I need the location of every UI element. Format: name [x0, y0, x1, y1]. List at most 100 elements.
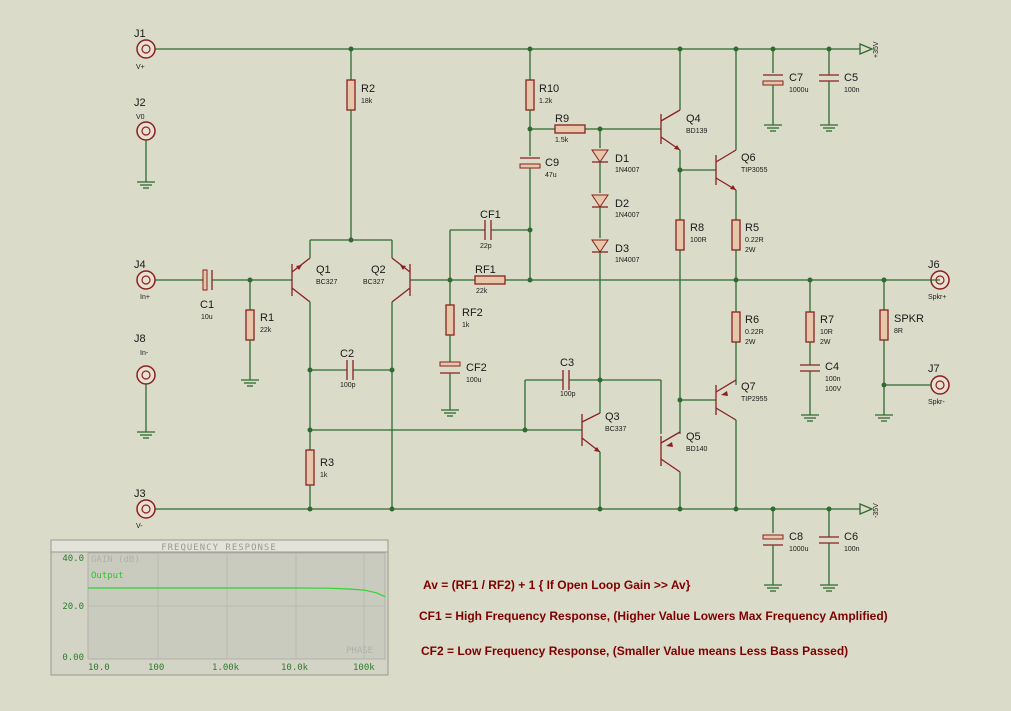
value-c2: 100p	[340, 382, 356, 389]
design-notes: Av = (RF1 / RF2) + 1 { If Open Loop Gain…	[419, 578, 888, 658]
resistor-rf1[interactable]	[450, 275, 530, 285]
value-r3: 1k	[320, 472, 328, 479]
graph-y-tick-bottom: 0.00	[62, 653, 84, 663]
label-d1: D1	[615, 153, 629, 165]
note-cf2: CF2 = Low Frequency Response, (Smaller V…	[421, 644, 848, 658]
connector-j4[interactable]	[136, 270, 156, 290]
resistor-r2[interactable]	[346, 49, 356, 240]
value-c6: 100n	[844, 546, 860, 553]
value-q5: BD140	[686, 446, 708, 453]
voltage-c4: 100V	[825, 386, 842, 393]
label-c9: C9	[545, 157, 559, 169]
value-j7: Spkr-	[928, 399, 945, 406]
transistor-q2[interactable]	[391, 257, 411, 303]
graph-title: FREQUENCY RESPONSE	[161, 543, 277, 553]
label-rf1: RF1	[475, 264, 496, 276]
capacitor-c9[interactable]	[519, 157, 541, 280]
transistor-q5[interactable]	[660, 431, 681, 473]
value-r6: 0.22R	[745, 329, 764, 336]
graph-y-label: GAIN (dB)	[91, 555, 140, 565]
value-c9: 47u	[545, 172, 557, 179]
label-q6: Q6	[741, 152, 756, 164]
speaker-load-spkr[interactable]	[874, 280, 931, 422]
transistor-q6[interactable]	[715, 149, 737, 191]
value-q4: BD139	[686, 128, 708, 135]
connector-j8[interactable]	[136, 365, 156, 439]
value-r8: 100R	[690, 237, 707, 244]
value-j3: V-	[136, 523, 143, 530]
label-r8: R8	[690, 222, 704, 234]
label-c4: C4	[825, 361, 839, 373]
connector-j1[interactable]	[136, 39, 156, 59]
label-q3: Q3	[605, 411, 620, 423]
capacitor-c3[interactable]	[524, 370, 661, 430]
transistor-q3[interactable]	[581, 412, 601, 453]
value-c4: 100n	[825, 376, 841, 383]
diode-d1[interactable]	[591, 149, 609, 163]
graph-x-tick-1: 10.0	[88, 663, 110, 673]
diode-d2[interactable]	[591, 194, 609, 208]
junction-dots	[247, 46, 887, 512]
transistor-q7[interactable]	[715, 379, 737, 421]
label-positive-supply: +35V	[873, 41, 880, 58]
connector-j3[interactable]	[136, 499, 156, 519]
value-d1: 1N4007	[615, 167, 640, 174]
label-j7: J7	[928, 363, 940, 375]
value-c8: 1000u	[789, 546, 809, 553]
graph-y-tick-mid: 20.0	[62, 602, 84, 612]
resistor-r10[interactable]	[525, 49, 535, 156]
label-q5: Q5	[686, 431, 701, 443]
resistor-r3[interactable]	[305, 449, 315, 509]
capacitor-c5[interactable]	[819, 49, 839, 132]
diode-d3[interactable]	[591, 239, 609, 253]
label-c8: C8	[789, 531, 803, 543]
label-c3: C3	[560, 357, 574, 369]
resistor-r6[interactable]	[731, 311, 741, 385]
resistor-r1[interactable]	[240, 280, 260, 387]
resistor-r9[interactable]	[530, 124, 661, 134]
value-c5: 100n	[844, 87, 860, 94]
label-r6: R6	[745, 314, 759, 326]
capacitor-cf2[interactable]	[439, 361, 461, 417]
frequency-response-graph[interactable]: FREQUENCY RESPONSE GAIN (dB) Output 40.0…	[50, 539, 389, 676]
graph-x-tick-3: 1.00k	[212, 663, 240, 673]
graph-phase-label: PHASE	[346, 646, 373, 656]
resistor-rf2[interactable]	[445, 304, 455, 362]
value-r1: 22k	[260, 327, 272, 334]
output-curve	[88, 587, 386, 598]
power-r6: 2W	[745, 339, 756, 346]
value-r7: 10R	[820, 329, 833, 336]
capacitor-c8[interactable]	[762, 509, 784, 592]
label-c7: C7	[789, 72, 803, 84]
resistor-r8[interactable]	[675, 219, 685, 434]
label-c1: C1	[200, 299, 214, 311]
label-r7: R7	[820, 314, 834, 326]
label-d3: D3	[615, 243, 629, 255]
value-r5: 0.22R	[745, 237, 764, 244]
capacitor-c1[interactable]	[200, 269, 250, 291]
value-r10: 1.2k	[539, 98, 553, 105]
graph-x-tick-5: 100k	[353, 663, 375, 673]
resistor-r5[interactable]	[731, 219, 741, 312]
resistor-r7[interactable]	[805, 280, 815, 365]
positive-rail	[155, 43, 874, 55]
transistor-q1[interactable]	[291, 257, 311, 303]
capacitor-c6[interactable]	[819, 509, 839, 592]
capacitor-c7[interactable]	[762, 49, 784, 132]
graph-x-tick-2: 100	[148, 663, 164, 673]
capacitor-c2[interactable]	[310, 360, 392, 380]
transistor-q4[interactable]	[660, 109, 681, 151]
connector-j7[interactable]	[930, 375, 950, 395]
value-q6: TIP3055	[741, 167, 768, 174]
label-q2: Q2	[371, 264, 386, 276]
value-q2: BC327	[363, 279, 385, 286]
capacitor-cf1[interactable]	[450, 220, 530, 240]
power-r7: 2W	[820, 339, 831, 346]
value-j8: In-	[140, 350, 149, 357]
value-r2: 18k	[361, 98, 373, 105]
connector-j2[interactable]	[136, 121, 156, 189]
label-r5: R5	[745, 222, 759, 234]
value-c3: 100p	[560, 391, 576, 398]
capacitor-c4[interactable]	[800, 364, 820, 422]
